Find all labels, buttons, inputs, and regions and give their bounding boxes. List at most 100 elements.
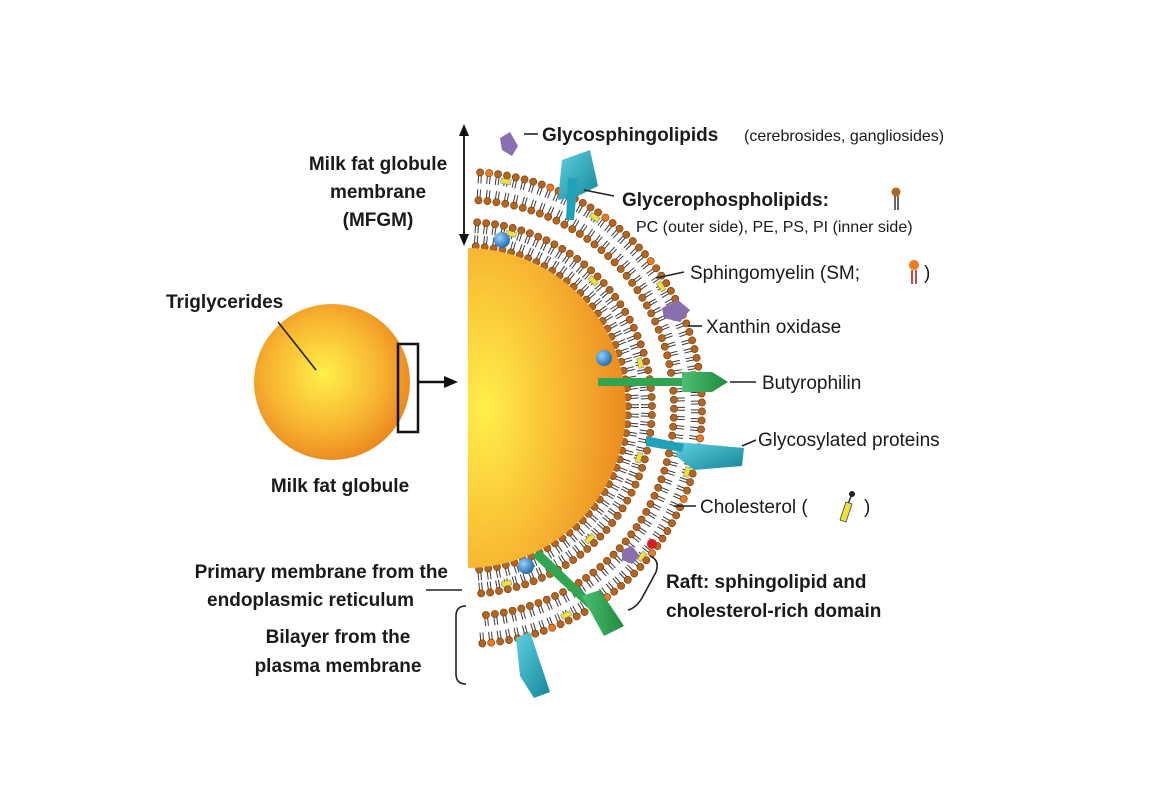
lipid-head [608,519,617,527]
lipid-head [482,219,491,227]
lipid-head [696,434,704,443]
lipid-head [660,466,669,475]
lipid-head [663,351,672,360]
glycerophospholipid-glyph [891,187,901,210]
lipid-head [499,608,508,617]
lipid-head [632,523,641,531]
sphingomyelin-label: Sphingomyelin (SM; [690,263,860,284]
cholesterol-molecule [634,451,644,464]
lipid-head [647,411,656,419]
raft-label-line1: Raft: sphingolipid and [666,572,867,593]
lipid-head [638,464,646,472]
lipid-head [474,196,483,205]
lipid-head [575,230,584,238]
lipid-head [603,556,611,565]
lipid-head [537,180,546,189]
lipid-head [485,169,494,178]
glycerophospholipids-note: PC (outer side), PE, PS, PI (inner side) [636,219,913,236]
lipid-head [642,357,650,366]
lipid-head [631,480,640,489]
lipid-head [669,386,678,395]
lipid-head [573,254,582,263]
lipid-head [503,585,512,594]
lipid-head [525,229,534,238]
lipid-head [597,246,606,255]
glycosphingolipids-label: Glycosphingolipids [542,125,718,146]
lipid-head [665,449,673,458]
lipid-head [646,257,655,266]
lipid-head [697,416,706,425]
lipid-head [496,637,505,646]
lipid-head [636,563,645,571]
membrane-proteins [494,132,744,698]
lipid-head [550,240,559,249]
lipid-head [492,198,501,207]
lipid-head [596,532,605,541]
lipid-head [628,237,637,245]
cholesterol-molecule [500,579,513,588]
lipid-head [565,249,574,258]
lipid-head [542,595,551,604]
lipid-head [605,285,614,294]
lipid-head [657,475,666,484]
sphingomyelin-label-close: ) [924,263,930,284]
glycosphingolipids-note: (cerebrosides, gangliosides) [744,128,944,145]
lipid-head [503,171,511,180]
cholesterol-glyph [839,491,855,523]
lipid-head [613,511,622,520]
lipid-head [583,545,592,553]
lipid-head [660,342,669,351]
lipid-head [505,636,513,644]
butyrophilin-protein-lower [532,550,624,636]
lipid-head [527,206,536,215]
lipid-head [546,183,555,192]
lipid-head [623,575,632,584]
mfgm-label-line1: Milk fat globule [309,154,447,175]
lipid-head [621,307,630,316]
lipid-head [518,203,527,212]
lipid-head [576,550,585,559]
lipid-head [616,300,625,309]
lipid-head [669,413,678,422]
lipid-head [654,483,663,492]
lipid-head [574,578,583,587]
lipid-head [652,264,661,273]
lipid-head [599,279,608,287]
lipid-head [534,599,543,607]
butyrophilin-label: Butyrophilin [762,373,861,394]
butyrophilin-protein [598,372,728,392]
lipid-head [482,611,490,619]
lipid-head [627,530,636,539]
lipid-head [679,495,688,503]
lipid-head [658,534,667,543]
lipid-head [630,569,639,578]
lipid-head [608,219,617,227]
cholesterol-molecule [587,275,599,287]
lipid-head [686,478,694,487]
lipid-head [654,325,663,334]
lipid-head [512,583,521,591]
lipid-head [593,272,602,281]
lipid-head [582,573,590,582]
lipid-head [486,588,495,597]
lipid-head [560,220,569,229]
lipid-head [638,293,647,302]
lipid-head [644,366,653,375]
lipid-head [623,496,632,505]
lipid-head [535,209,544,218]
triglycerides-leader [277,321,317,371]
lipid-head [508,224,517,232]
bilayer-label-line2: plasma membrane [255,656,422,677]
lipid-head [646,429,655,437]
lipid-head [658,334,666,343]
lipid-head [604,252,613,261]
lipid-head [551,592,559,600]
lipid-head [682,319,691,328]
lipid-head [476,168,485,177]
triglycerides-label: Triglycerides [166,292,283,313]
mfgm-label-line3: (MFGM) [343,210,414,231]
lipid-head [666,286,675,295]
lipid-head [694,362,703,371]
lipid-head [639,348,648,357]
lipid-head [534,232,543,241]
